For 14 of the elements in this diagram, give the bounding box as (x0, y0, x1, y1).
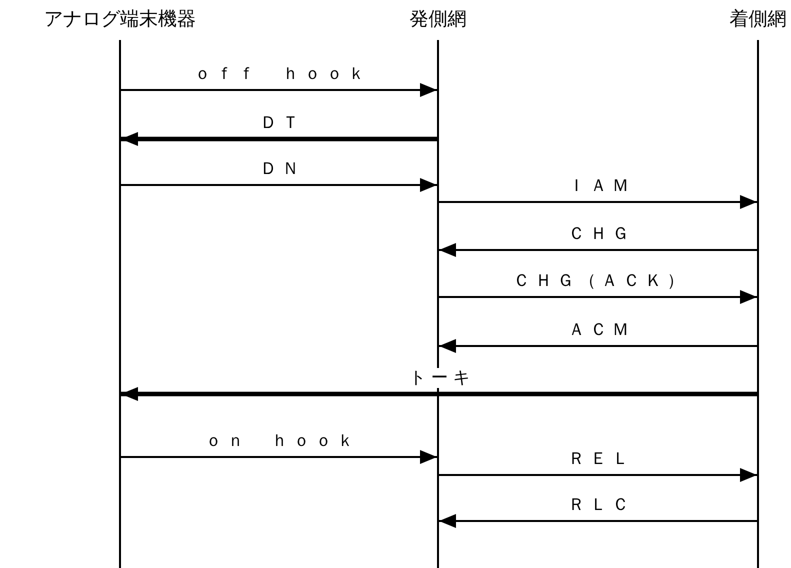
message-arrow (121, 132, 437, 146)
message-arrow (439, 514, 757, 528)
message-arrow (121, 450, 437, 464)
message-arrow (121, 387, 757, 401)
message-arrow (439, 339, 757, 353)
message-arrow (439, 243, 757, 257)
participant-name: アナログ端末機器 (43, 7, 197, 32)
participant-name: 発側網 (408, 7, 468, 32)
message-arrow (121, 83, 437, 97)
message-arrow (439, 195, 757, 209)
message-arrow (439, 468, 757, 482)
message-arrow (121, 178, 437, 192)
participant-name: 着側網 (728, 7, 788, 32)
message-arrow (439, 290, 757, 304)
